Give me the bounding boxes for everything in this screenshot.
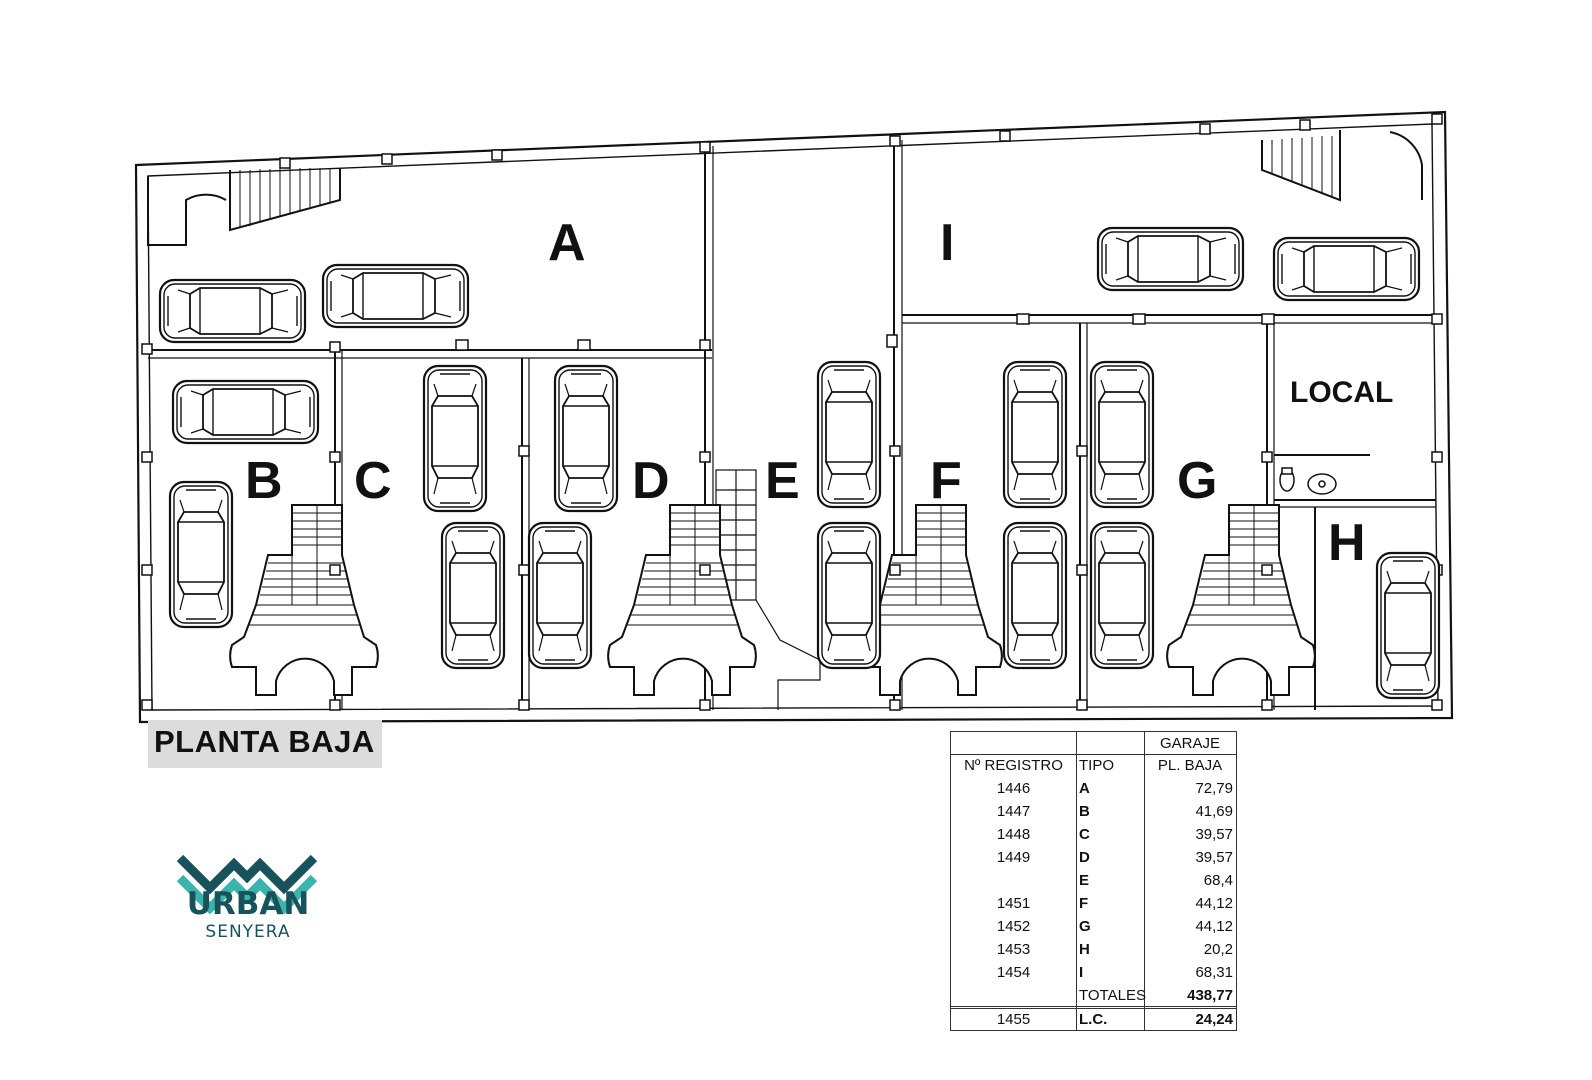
unit-label-d: D (632, 452, 670, 510)
area-table: GARAJE Nº REGISTRO TIPO PL. BAJA 1446 A … (950, 731, 1237, 1031)
unit-label-c: C (354, 452, 392, 510)
logo-subname: SENYERA (205, 922, 291, 942)
caption-text: PLANTA BAJA (154, 724, 375, 759)
unit-label-g: G (1177, 452, 1217, 510)
header-area: PL. BAJA (1157, 757, 1223, 774)
plan-caption: PLANTA BAJA (148, 720, 382, 768)
logo-name: URBAN (186, 886, 310, 922)
local-label: LOCAL (1290, 376, 1393, 409)
urban-senyera-logo-icon (176, 854, 318, 915)
unit-label-a: A (548, 214, 586, 272)
header-registro: Nº REGISTRO (964, 757, 1063, 774)
unit-label-e: E (765, 452, 800, 510)
unit-label-i: I (940, 214, 954, 272)
header-tipo: TIPO (1079, 757, 1115, 774)
unit-label-b: B (245, 452, 283, 510)
unit-label-h: H (1328, 514, 1366, 572)
unit-label-f: F (930, 452, 962, 510)
table-group-header: GARAJE (1159, 735, 1220, 752)
